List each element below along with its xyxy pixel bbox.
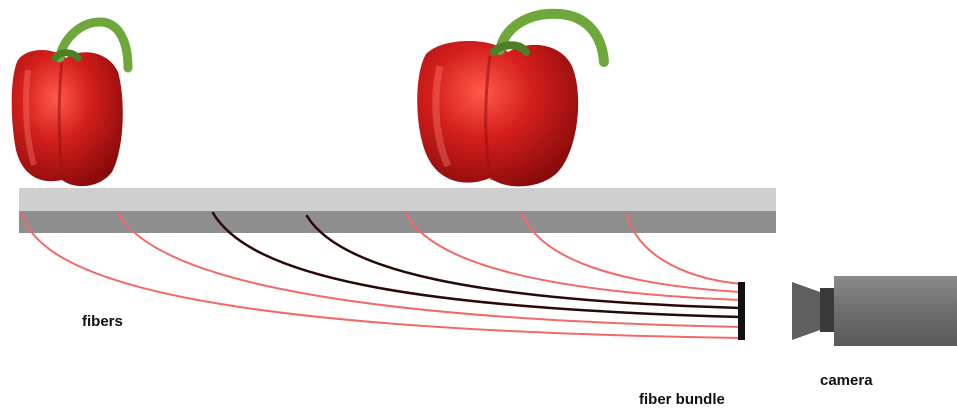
fiber-bundle-label: fiber bundle — [639, 391, 725, 408]
fiber-bundle — [738, 282, 745, 340]
right-pepper — [417, 14, 604, 187]
fibers-label: fibers — [82, 313, 123, 330]
imaging-plate — [19, 188, 776, 233]
camera-icon — [792, 276, 957, 346]
camera-label: camera — [820, 372, 873, 389]
left-pepper — [12, 22, 128, 186]
